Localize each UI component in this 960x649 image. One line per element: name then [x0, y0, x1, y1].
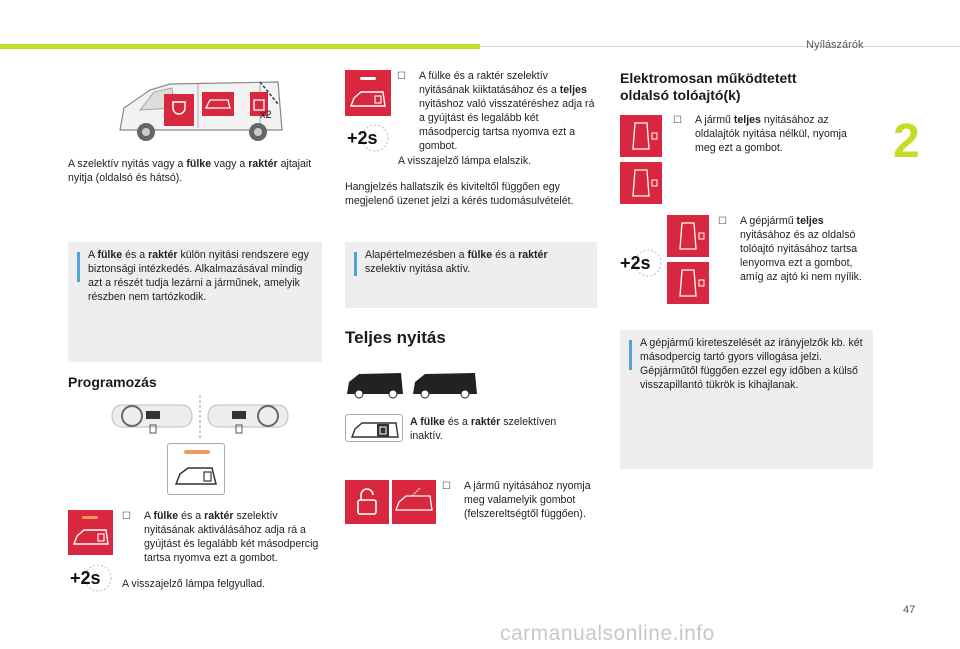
middle-info-box: Alapértelmezésben a fülke és a raktér sz…	[345, 242, 597, 308]
inactive-text: A fülke és a raktér szelektíven inaktív.	[410, 416, 557, 442]
info-marker-mid	[354, 252, 357, 276]
x2-label: x2	[260, 109, 272, 121]
vans-illustration	[345, 368, 480, 400]
sound-text: Hangjelzés hallatszik és kiviteltől függ…	[345, 181, 574, 207]
button-illustration-left	[167, 443, 225, 495]
programming-heading: Programozás	[68, 374, 157, 390]
red-button-deact	[345, 70, 391, 116]
red-button-side-door	[392, 480, 436, 524]
info-marker-right	[629, 340, 632, 370]
red-button-prog	[68, 510, 113, 555]
section-title: Nyílászárók	[806, 39, 864, 51]
red-button-side-open	[667, 215, 709, 257]
two-seconds-icon: +2s	[68, 563, 114, 593]
button-illustration-inactive	[345, 414, 403, 442]
red-button-full-open	[620, 115, 662, 157]
two-seconds-label: +2s	[70, 568, 101, 588]
page-number: 47	[903, 604, 916, 616]
prog-bullet-text: A fülke és a raktér szelektív nyitásának…	[122, 510, 324, 566]
info-marker	[77, 252, 80, 282]
red-button-full-open-2	[620, 162, 662, 204]
two-seconds-icon-right: +2s	[618, 248, 664, 278]
middle-info-text: Alapértelmezésben a fülke és a raktér sz…	[365, 249, 548, 275]
right-info-text: A gépjármű kireteszelését az irányjelzők…	[640, 337, 863, 391]
right-bullet-2: A gépjármű teljes nyitásához és az oldal…	[718, 215, 872, 285]
red-button-side-open-2	[667, 262, 709, 304]
two-seconds-label-right: +2s	[620, 253, 651, 273]
right-bullet-1: A jármű teljes nyitásához az oldalajtók …	[673, 114, 870, 156]
prog-note: A visszajelző lámpa felgyullad.	[122, 578, 266, 590]
dashboard-illustration	[110, 395, 290, 440]
red-button-unlock	[345, 480, 389, 524]
right-info-box: A gépjármű kireteszelését az irányjelzők…	[620, 330, 873, 469]
left-info-text: A fülke és a raktér külön nyitási rendsz…	[88, 249, 309, 303]
two-seconds-label-mid: +2s	[347, 128, 378, 148]
header-accent-bar	[0, 44, 480, 49]
van-illustration: x2	[110, 70, 290, 150]
full-open-heading: Teljes nyitás	[345, 328, 446, 347]
deact-bullet-text: A fülke és a raktér szelektív nyitásának…	[397, 70, 599, 154]
left-info-box: A fülke és a raktér külön nyitási rendsz…	[68, 242, 322, 362]
header-rule	[480, 46, 960, 47]
watermark: carmanualsonline.info	[500, 622, 715, 645]
deact-note: A visszajelző lámpa elalszik.	[398, 155, 532, 167]
chapter-number: 2	[893, 115, 920, 168]
left-intro-text: A szelektív nyitás vagy a fülke vagy a r…	[68, 158, 312, 184]
open-bullet-text: A jármű nyitásához nyomja meg valamelyik…	[442, 480, 594, 522]
two-seconds-icon-mid: +2s	[345, 123, 391, 153]
